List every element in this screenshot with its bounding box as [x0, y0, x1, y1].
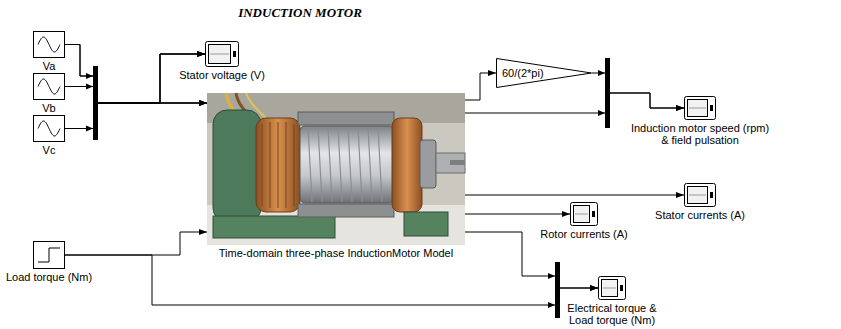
signal-line: [65, 232, 207, 255]
mux-bar: [555, 262, 560, 318]
block-frame: [34, 116, 65, 142]
signal-line: [65, 54, 205, 129]
gain-value: 60/(2*pi): [502, 58, 544, 88]
arrow-head: [548, 302, 555, 308]
scope-grid: [210, 54, 229, 55]
signal-line: [65, 255, 598, 305]
bearing: [420, 140, 436, 188]
scope-block: Stator voltage (V): [205, 41, 239, 67]
sine-symbol: [38, 121, 60, 136]
block-frame: [34, 242, 65, 269]
scope-screen: [209, 45, 231, 64]
block-label: Rotor currents (A): [540, 228, 627, 240]
arrow-head: [548, 273, 555, 279]
block-frame: [599, 277, 626, 300]
motor-foot: [404, 212, 448, 236]
sine-wave-source: Va: [33, 31, 65, 58]
gain-block: 60/(2*pi): [496, 58, 592, 88]
diagram-title: INDUCTION MOTOR: [238, 5, 362, 20]
block-frame: [685, 97, 716, 120]
scope-grid: [689, 108, 706, 109]
sine-icon: [33, 31, 65, 58]
scope-block: Induction motor speed (rpm) & field puls…: [684, 96, 716, 120]
arrow-head: [86, 126, 93, 132]
scope-block: Electrical torque & Load torque (Nm): [598, 276, 626, 300]
signal-line: [465, 214, 570, 215]
photo-background: [207, 93, 465, 245]
signal-line: [65, 103, 207, 129]
step-source: Load torque (Nm): [33, 241, 65, 269]
scope-grid: [575, 214, 588, 215]
scope-icon: [598, 276, 626, 300]
scope-icon: [570, 202, 598, 226]
block-label: Stator voltage (V): [179, 69, 265, 81]
scope-icon: [205, 41, 239, 67]
arrow-head: [598, 70, 605, 76]
block-frame: [685, 184, 716, 207]
block-frame: [206, 42, 239, 67]
shaft-keyway: [450, 160, 465, 165]
sine-wave-source: Vb: [33, 73, 65, 100]
scope-knob: [620, 285, 623, 291]
block-label: Induction motor speed (rpm) & field puls…: [629, 122, 771, 146]
scope-screen: [688, 100, 708, 117]
scope-knob: [233, 51, 236, 57]
block-label: Vc: [43, 144, 56, 156]
gain-triangle: [497, 59, 592, 88]
sine-symbol: [38, 37, 60, 52]
scope-knob: [592, 211, 595, 217]
motor-photo: [207, 93, 465, 245]
scope-block: Rotor currents (A): [570, 202, 598, 226]
shaft: [436, 153, 465, 173]
signal-line: [465, 232, 598, 288]
motor-base: [213, 216, 335, 238]
mux-group: [86, 58, 610, 318]
sine-icon: [33, 115, 65, 142]
block-label: Electrical torque & Load torque (Nm): [562, 302, 662, 326]
stator-core: [298, 112, 394, 125]
end-bell: [213, 110, 261, 222]
scope-screen: [574, 206, 590, 223]
signal-line: [465, 73, 496, 100]
arrow-head: [598, 110, 605, 116]
scope-grid: [689, 195, 706, 196]
scope-knob: [710, 105, 713, 111]
scope-block: Stator currents (A): [684, 183, 716, 207]
block-label: Va: [43, 60, 56, 72]
block-frame: [571, 203, 598, 226]
scope-knob: [710, 192, 713, 198]
mux-bar: [605, 58, 610, 128]
winding-turns: [262, 122, 294, 208]
scope-icon: [684, 183, 716, 207]
arrow-head: [86, 73, 93, 79]
scope-grid: [603, 288, 616, 289]
connector-group: [65, 45, 684, 306]
motor-model-block: Time-domain three-phase InductionMotor M…: [207, 93, 465, 245]
rotor: [300, 126, 394, 203]
sine-icon: [33, 73, 65, 100]
scope-screen: [688, 187, 708, 204]
stator-winding: [256, 118, 300, 212]
signal-line: [465, 195, 684, 196]
block-label: Vb: [42, 102, 55, 114]
arrow-head: [86, 84, 93, 90]
block-label: Stator currents (A): [655, 209, 745, 221]
step-symbol: [38, 248, 60, 262]
block-label: Load torque (Nm): [6, 271, 92, 283]
block-frame: [34, 74, 65, 100]
stator-core: [298, 204, 394, 217]
sine-symbol: [38, 79, 60, 94]
stator-winding: [392, 118, 422, 212]
mux-bar: [93, 66, 98, 140]
sine-wave-source: Vc: [33, 115, 65, 142]
block-frame: [34, 32, 65, 58]
scope-screen: [602, 280, 618, 297]
block-label: Time-domain three-phase InductionMotor M…: [219, 247, 453, 259]
step-icon: [33, 241, 65, 269]
rotor-bars: [308, 127, 382, 202]
scope-icon: [684, 96, 716, 120]
signal-line: [465, 93, 684, 113]
